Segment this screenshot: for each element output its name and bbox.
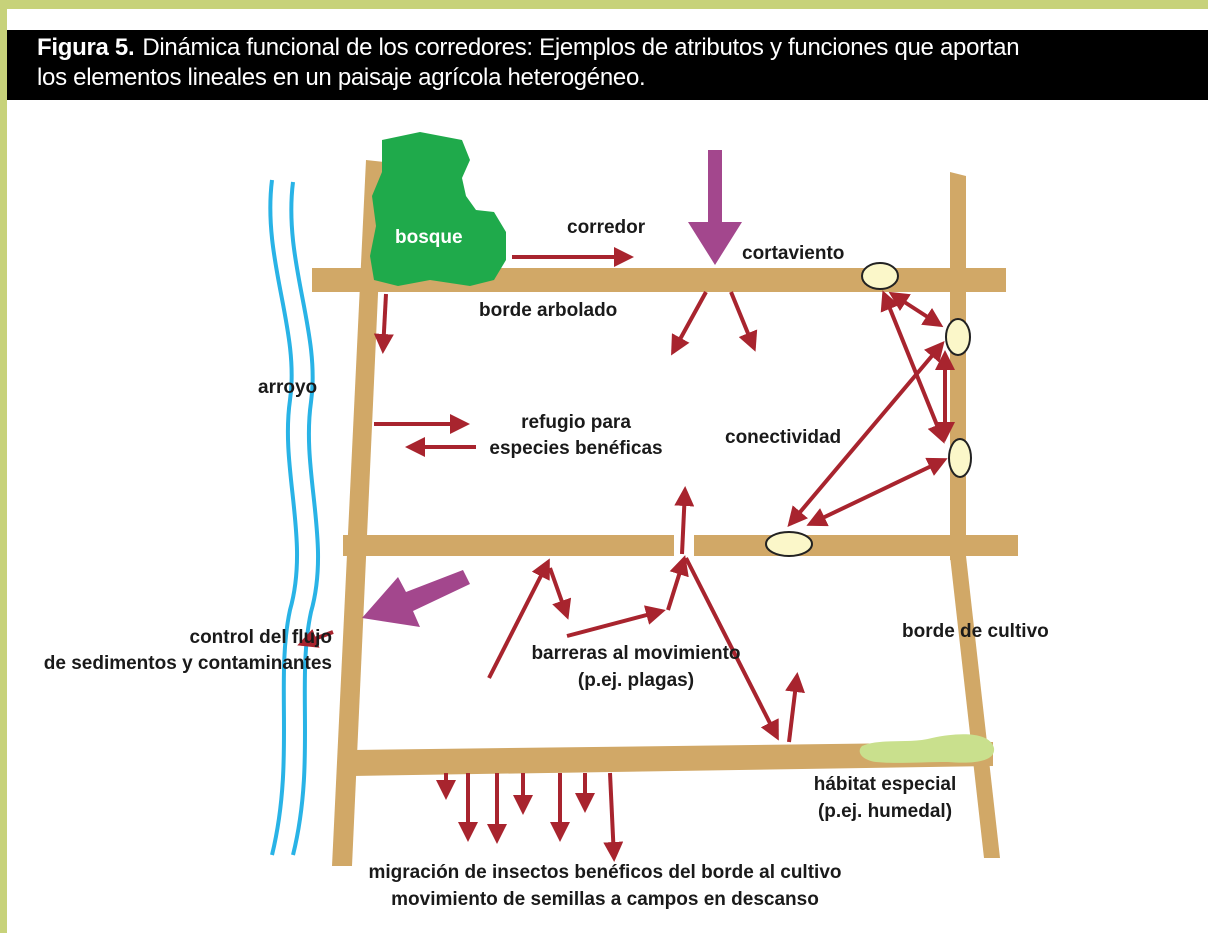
- wetland-patch: [859, 734, 995, 763]
- arrow-barrier-1: [487, 558, 550, 679]
- arrow-barrier-3: [566, 605, 666, 638]
- hedgerow-middle-horizontal-right: [694, 535, 1018, 556]
- label-refugio-1: refugio para: [521, 412, 631, 433]
- label-control-2: de sedimentos y contaminantes: [44, 653, 332, 674]
- caption-text-2: los elementos lineales en un paisaje agr…: [37, 64, 646, 91]
- caption-text-1: Dinámica funcional de los corredores: Ej…: [142, 34, 1020, 61]
- figure-caption: Figura 5. Dinámica funcional de los corre…: [7, 30, 1208, 100]
- arrow-barrier-5: [684, 557, 779, 741]
- forest-patch: [370, 132, 506, 286]
- label-habitat-1: hábitat especial: [814, 774, 957, 795]
- arrow-barrier-4: [666, 555, 689, 611]
- wind-arrows: [362, 150, 742, 627]
- arrow-cortaviento-right: [729, 291, 758, 352]
- label-borde-arbolado: borde arbolado: [479, 300, 617, 321]
- label-control-1: control del flujo: [190, 627, 333, 648]
- arrow-control: [297, 629, 334, 648]
- conn-top-rightlower: [880, 290, 947, 444]
- label-corredor: corredor: [567, 217, 646, 238]
- label-refugio-2: especies benéficas: [489, 438, 662, 459]
- conn-top-rightupper: [888, 291, 944, 328]
- arrow-barrier-2: [548, 567, 572, 620]
- label-movimiento: movimiento de semillas a campos en desca…: [391, 889, 819, 910]
- node-top: [861, 262, 899, 290]
- hedgerow-right-lower: [950, 556, 1000, 858]
- node-right-upper: [945, 318, 971, 356]
- hedgerow-bottom-horizontal: [352, 742, 993, 776]
- caption-line-1: Figura 5. Dinámica funcional de los corre…: [37, 33, 1198, 63]
- wind-arrow-down: [688, 150, 742, 265]
- figure-label: Figura 5.: [37, 34, 135, 61]
- conn-rightlower-middle: [806, 457, 948, 527]
- label-conectividad: conectividad: [725, 427, 841, 448]
- node-middle: [765, 531, 813, 557]
- arrow-gap-up: [674, 486, 695, 555]
- hedgerow-right-vertical: [950, 172, 966, 560]
- label-migracion: migración de insectos benéficos del bord…: [368, 862, 841, 883]
- stream: [268, 179, 321, 856]
- label-cortaviento: cortaviento: [742, 243, 844, 264]
- red-arrows: [297, 247, 806, 862]
- label-borde-cultivo: borde de cultivo: [902, 621, 1049, 642]
- label-habitat-2: (p.ej. humedal): [818, 801, 952, 822]
- node-right-lower: [948, 438, 972, 478]
- connectivity-nodes: [765, 262, 972, 557]
- label-barreras-1: barreras al movimiento: [531, 643, 740, 664]
- label-barreras-2: (p.ej. plagas): [578, 670, 694, 691]
- arrow-migration-7: [603, 772, 624, 862]
- label-bosque: bosque: [395, 227, 463, 248]
- arrow-cortaviento-left: [671, 291, 708, 356]
- label-arroyo: arroyo: [258, 377, 317, 398]
- arrow-borde-down: [373, 293, 394, 354]
- sediment-arrow: [362, 570, 470, 627]
- arrow-barrier-6: [785, 672, 806, 743]
- hedgerow-left-vertical: [332, 160, 384, 866]
- hedgerow-middle-horizontal-left: [343, 535, 674, 556]
- connectivity-arrows: [787, 290, 955, 528]
